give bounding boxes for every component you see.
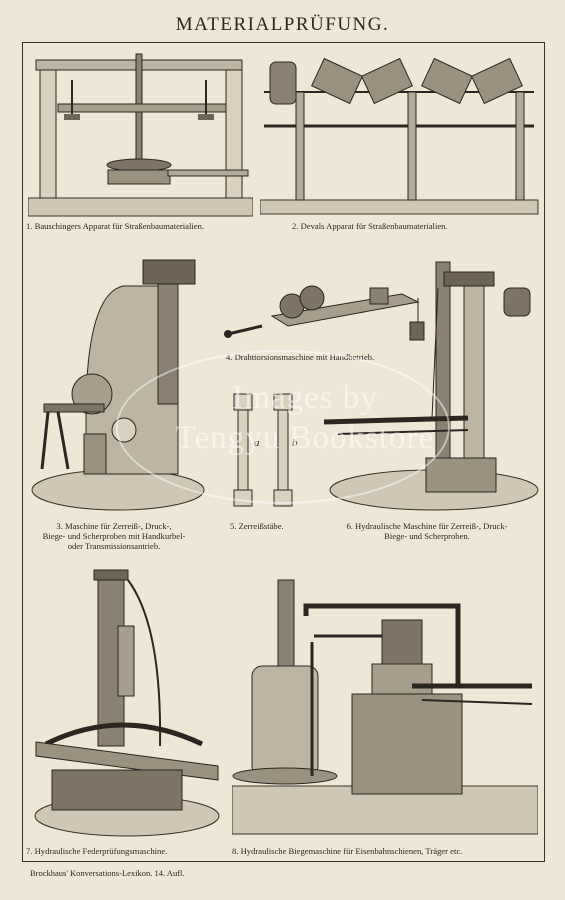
- figure-6-caption: 6. Hydraulische Maschine für Zerreiß-, D…: [316, 521, 538, 541]
- watermark-line-2: Tengyu Bookstore: [175, 420, 435, 456]
- figure-8-caption: 8. Hydraulische Biegemaschine für Eisenb…: [232, 846, 463, 856]
- figure-7-caption: 7. Hydraulische Federprüfungsmaschine.: [26, 846, 168, 856]
- footer-source: Brockhaus' Konversations-Lexikon. 14. Au…: [30, 868, 185, 878]
- watermark-line-1: Images by: [232, 380, 378, 416]
- figure-3-caption-line-3: oder Transmissionsantrieb.: [67, 541, 161, 551]
- figure-8-hydraulic-bending-machine: [232, 576, 538, 838]
- figure-5-caption: 5. Zerreißstäbe.: [230, 521, 284, 531]
- figure-3-caption-line-1: 3. Maschine für Zerreiß-, Druck-,: [56, 521, 172, 531]
- figure-7-spring-testing-machine: [32, 566, 222, 840]
- watermark: Images by Tengyu Bookstore: [150, 378, 460, 458]
- figure-1-bauschinger-apparatus: [28, 50, 253, 220]
- figure-2-deval-apparatus: [260, 52, 540, 217]
- page-title: MATERIALPRÜFUNG.: [175, 14, 390, 35]
- figure-6-caption-line-1: 6. Hydraulische Maschine für Zerreiß-, D…: [346, 521, 508, 531]
- figure-4-wire-torsion-machine: [222, 276, 427, 348]
- figure-6-caption-line-2: Biege- und Scherproben.: [384, 531, 470, 541]
- watermark-ring: [116, 350, 450, 504]
- plate-frame: [22, 42, 545, 862]
- figure-1-caption: 1. Bauschingers Apparat für Straßenbauma…: [26, 221, 205, 231]
- figure-3-caption: 3. Maschine für Zerreiß-, Druck-, Biege-…: [26, 521, 202, 551]
- figure-2-caption: 2. Devals Apparat für Straßenbaumaterial…: [292, 221, 448, 231]
- figure-3-caption-line-2: Biege- und Scherproben mit Handkurbel-: [42, 531, 186, 541]
